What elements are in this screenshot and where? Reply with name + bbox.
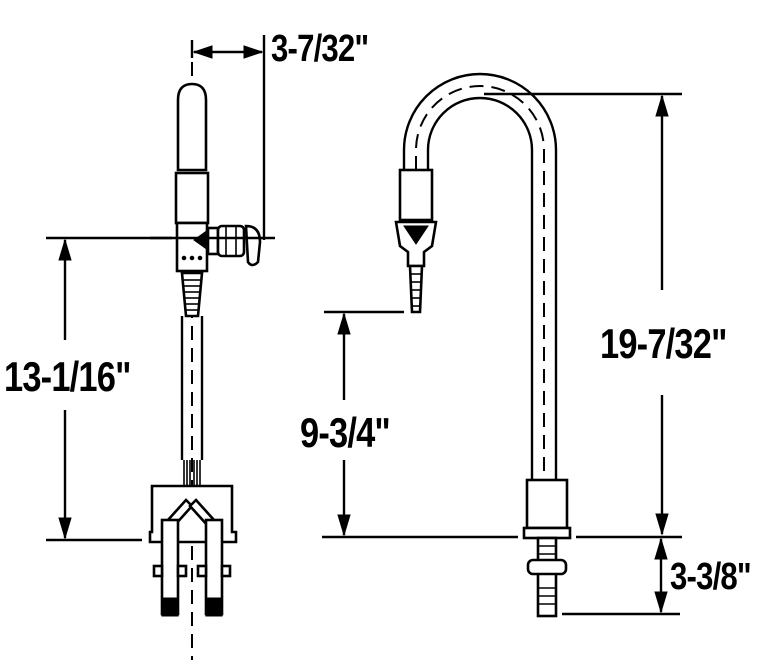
riser-collar <box>174 171 210 225</box>
gooseneck-inner <box>426 96 534 480</box>
dim-label-offset-width: 3-7/32" <box>271 28 369 70</box>
gooseneck-outer <box>402 72 558 480</box>
valve-nut <box>206 226 220 256</box>
side-view <box>46 35 275 660</box>
valve-body <box>175 221 209 273</box>
spout-collar <box>398 168 434 222</box>
front-view <box>322 72 682 618</box>
front-base <box>525 478 569 530</box>
valve-handle <box>244 224 262 267</box>
dim-label-overall-height: 19-7/32" <box>600 320 727 367</box>
thread-right <box>205 597 223 617</box>
hose-serration <box>180 271 204 318</box>
dim-label-outlet-height: 9-3/4" <box>300 409 391 456</box>
valve-bonnet <box>216 224 246 258</box>
dim-label-shank-length: 3-3/8" <box>670 556 752 598</box>
hose-tip <box>408 264 424 314</box>
front-nut <box>526 558 568 576</box>
dim-label-side-height: 13-1/16" <box>4 353 131 400</box>
thread-left <box>161 597 179 617</box>
riser-cap <box>176 82 208 172</box>
